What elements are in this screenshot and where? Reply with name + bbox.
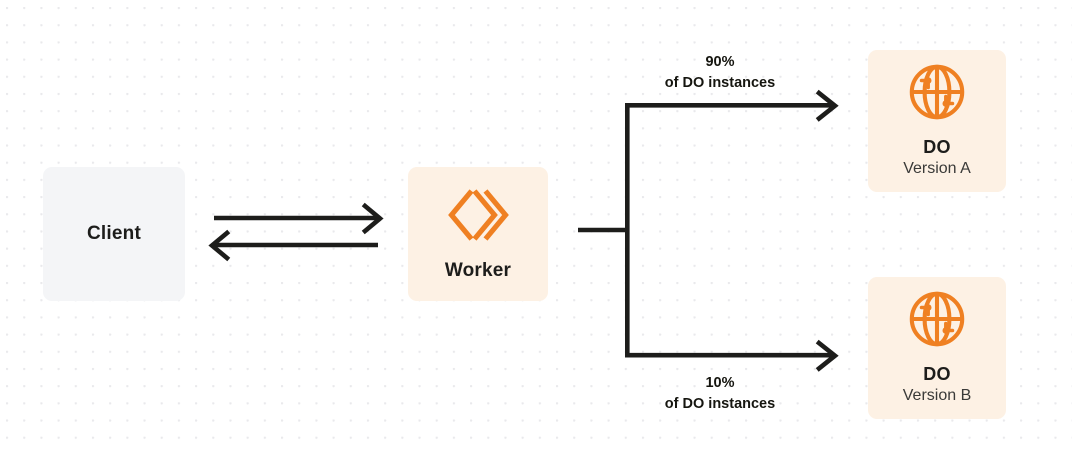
node-do-version-b-title: DO <box>923 364 951 385</box>
node-do-version-a-subtitle: Version A <box>903 159 971 177</box>
globe-icon <box>909 64 965 120</box>
node-client-title: Client <box>87 222 141 244</box>
arrow-worker-to-do-b <box>625 339 839 372</box>
node-worker[interactable]: Worker <box>408 167 548 301</box>
node-do-version-b[interactable]: DO Version B <box>868 277 1006 419</box>
globe-icon <box>909 291 965 347</box>
edge-label-do-a: 90% of DO instances <box>592 52 848 94</box>
arrow-client-to-worker <box>214 202 384 235</box>
node-do-version-b-subtitle: Version B <box>902 386 972 404</box>
arrow-worker-to-client <box>208 229 378 262</box>
node-do-version-a-title: DO <box>923 137 951 158</box>
cloudflare-workers-icon <box>448 188 509 241</box>
edge-label-do-a-percent: 90% <box>705 54 735 70</box>
node-do-version-a[interactable]: DO Version A <box>868 50 1006 192</box>
edge-label-do-b: 10% of DO instances <box>592 373 848 415</box>
node-client[interactable]: Client <box>43 167 185 301</box>
arrow-worker-to-do-a <box>625 89 839 122</box>
edge-label-do-b-percent: 10% <box>705 375 735 391</box>
edge-label-do-b-caption: of DO instances <box>664 396 776 413</box>
node-worker-title: Worker <box>444 259 512 281</box>
edge-label-do-a-caption: of DO instances <box>664 75 776 92</box>
